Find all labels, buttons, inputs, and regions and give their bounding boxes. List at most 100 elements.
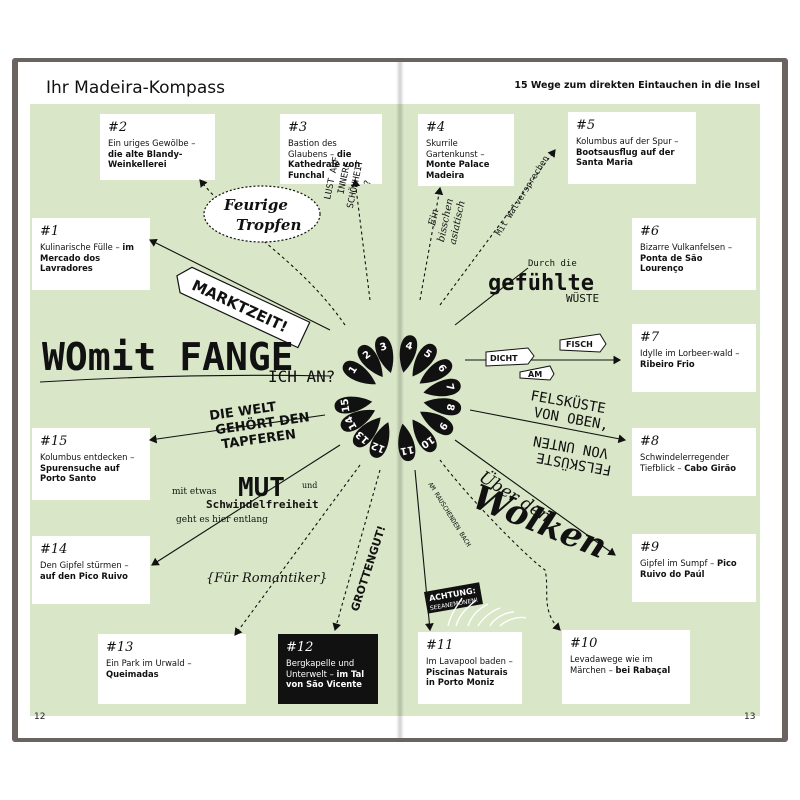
card-5: #5 Kolumbus auf der Spur – Bootsausflug … (568, 112, 696, 184)
petal-number: 8 (444, 403, 456, 412)
card-place: die alte Blandy-Weinkellerei (108, 148, 183, 170)
arrow-4 (419, 186, 444, 301)
compass-petal-8: 8 (423, 398, 462, 416)
mut-label: MUT (238, 473, 285, 503)
card-text: Kolumbus entdecken – (40, 452, 135, 462)
card-text: Kulinarische Fülle – (40, 242, 120, 252)
bach-group: AM RAUSCHENDEN BACH (426, 481, 472, 548)
compass-petal-4: 4 (399, 335, 418, 373)
petal-drop (412, 343, 437, 377)
gefuehlte-label: gefühlte (488, 271, 594, 296)
compass-petal-13: 13 (353, 417, 381, 448)
card-number: #3 (288, 120, 308, 135)
card-12: #12 Bergkapelle und Unterwelt – im Tal v… (278, 634, 378, 704)
arrow-15 (148, 414, 326, 444)
page-number-left: 12 (34, 712, 46, 722)
compass-petal-12: 12 (369, 422, 390, 458)
card-place: Queimadas (106, 668, 159, 679)
petal-drop (412, 419, 437, 453)
card-text: Bizarre Vulkanfelsen – (640, 242, 733, 252)
card-text: Ein uriges Gewölbe – (108, 138, 196, 148)
mut-label-group: mit etwas MUT und Schwindelfreiheit geht… (172, 473, 319, 525)
book-gutter (396, 62, 404, 738)
page-subtitle: 15 Wege zum direkten Eintauchen in die I… (514, 80, 760, 91)
feurige-label: Feurige (223, 196, 288, 214)
lust-label-4: ? (363, 179, 374, 186)
compass-petal-1: 1 (342, 360, 376, 385)
card-number: #12 (286, 640, 314, 655)
card-place: Spurensuche auf Porto Santo (40, 462, 120, 484)
mut-und: und (302, 481, 317, 490)
arrow-8 (469, 409, 627, 444)
tropfen-label: Tropfen (236, 216, 301, 234)
card-place: Pico Ruivo do Paúl (640, 558, 737, 579)
card-number: #9 (640, 540, 660, 555)
petal-drop (353, 417, 381, 448)
arrow-3 (351, 178, 371, 301)
card-text: Levadawege wie im Märchen – (570, 654, 653, 675)
card-text: Schwindelerregender Tiefblick – (640, 452, 730, 473)
arrow-13 (234, 464, 361, 636)
grottengut-group: GROTTENGUT! (348, 524, 388, 613)
fish-group: DICHT AM FISCH (485, 333, 607, 381)
card-8: #8 Schwindelerregender Tiefblick – Cabo … (632, 428, 756, 496)
petal-number: 4 (404, 341, 413, 353)
card-number: #4 (426, 120, 446, 135)
card-place: Bootsausflug auf der Santa Maria (576, 146, 675, 168)
romantiker-label: {Für Romantiker} (206, 571, 328, 586)
welt-label-group: DIE WELT GEHÖRT DEN TAPFEREN (208, 400, 310, 453)
arrow-14 (151, 444, 341, 566)
petal-number: 5 (421, 348, 433, 361)
wolken-group: Wolken (467, 477, 613, 567)
womit-label-2: ICH AN? (268, 367, 335, 386)
petal-drop (423, 378, 461, 397)
page-title: Ihr Madeira-Kompass (46, 78, 225, 98)
petal-number: 7 (443, 383, 455, 392)
arrow-6a (454, 267, 529, 326)
card-place: Cabo Girão (684, 462, 736, 473)
card-place: Piscinas Naturais in Porto Moniz (426, 666, 508, 688)
petal-number: 6 (435, 363, 448, 375)
walversprechen-label: Mit Walversprechen (494, 154, 551, 237)
petal-drop (369, 422, 390, 458)
arrow-9 (454, 439, 616, 556)
card-text: Bastion des Glaubens – (288, 138, 337, 159)
page-number-right: 13 (744, 712, 756, 722)
card-number: #13 (106, 640, 134, 655)
card-text: Kolumbus auf der Spur – (576, 136, 679, 146)
card-1: #1 Kulinarische Fülle – im Mercado dos L… (32, 218, 150, 290)
card-text: Skurrile Gartenkunst – (426, 138, 485, 159)
petal-number: 3 (379, 341, 389, 354)
compass-petal-14: 14 (340, 409, 376, 432)
compass-petal-11: 11 (398, 423, 416, 462)
wolken-label: Wolken (467, 477, 613, 567)
grottengut-label: GROTTENGUT! (348, 524, 388, 613)
felskueste-unten: FELSKÜSTE VON UNTEN (532, 432, 613, 480)
compass-petal-5: 5 (412, 343, 437, 377)
compass-petal-10: 10 (412, 419, 437, 453)
am-label: AM (528, 370, 542, 379)
petal-number: 1 (347, 364, 360, 376)
feurige-tropfen-bubble: Feurige Tropfen (203, 185, 321, 243)
petal-drop (340, 409, 376, 432)
arrow-12 (332, 469, 381, 632)
card-4: #4 Skurrile Gartenkunst – Monte Palace M… (418, 114, 514, 186)
sea-anemone-icon (447, 597, 527, 627)
card-number: #8 (640, 434, 660, 449)
fisch-label: FISCH (566, 340, 593, 349)
womit-heading: WOmit FANGE ICH AN? (39, 335, 335, 386)
dicht-label: DICHT (490, 354, 518, 363)
arrow-5 (439, 149, 556, 306)
card-place: im Tal von São Vicente (286, 668, 365, 690)
compass-petal-15: 15 (334, 396, 373, 414)
womit-label: WOmit FANGE (42, 335, 294, 379)
arrow-1 (149, 239, 331, 331)
durch-label: Durch die (528, 259, 577, 269)
petal-number: 15 (340, 398, 353, 413)
wueste-label: WÜSTE (566, 292, 599, 305)
petal-number: 12 (370, 439, 387, 454)
card-11: #11 Im Lavapool baden – Piscinas Naturai… (418, 632, 522, 704)
geht-label: geht es hier entlang (176, 515, 268, 525)
petal-drop (342, 360, 376, 385)
petal-drop (423, 398, 462, 416)
